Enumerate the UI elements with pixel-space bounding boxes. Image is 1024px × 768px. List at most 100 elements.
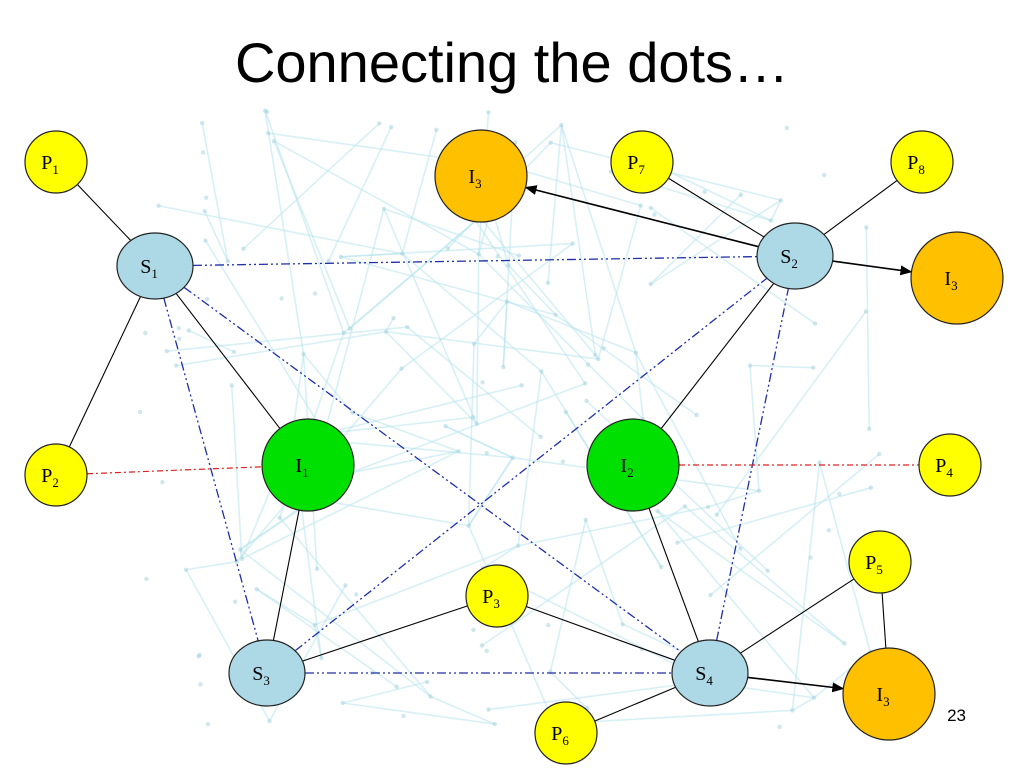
node-p4: P4 <box>918 433 982 497</box>
background-link <box>513 166 641 207</box>
background-link <box>340 255 556 316</box>
node-label: P8 <box>907 152 925 177</box>
background-link <box>340 242 573 258</box>
background-link <box>635 352 742 550</box>
background-dot <box>545 280 551 286</box>
node-s2: S2 <box>756 222 834 290</box>
background-dot <box>570 241 575 246</box>
background-dot <box>479 643 485 648</box>
node-letter: P <box>865 552 876 574</box>
node-label: I3 <box>468 166 481 191</box>
node-p7: P7 <box>610 130 674 194</box>
background-dot <box>582 381 588 386</box>
background-dot <box>867 426 872 432</box>
background-dot <box>548 140 553 145</box>
node-subscript: 4 <box>946 465 953 480</box>
peer-node-shape <box>465 564 529 628</box>
background-dot <box>434 127 439 132</box>
node-subscript: 2 <box>627 465 634 480</box>
background-link <box>560 124 597 356</box>
background-dot <box>593 352 598 358</box>
background-dot <box>868 485 874 490</box>
background-dot <box>319 655 324 661</box>
background-dot <box>506 263 511 268</box>
background-dot <box>747 363 753 368</box>
edge-p1-s1 <box>76 184 132 241</box>
background-dot <box>601 346 606 351</box>
edge-p6-s4 <box>594 686 676 722</box>
background-link <box>302 353 354 414</box>
server-node-shape <box>756 222 834 290</box>
node-subscript: 3 <box>951 278 958 293</box>
node-label: P3 <box>482 586 500 611</box>
background-dot <box>705 504 711 510</box>
background-link <box>201 122 229 262</box>
background-dot <box>655 508 660 514</box>
node-subscript: 3 <box>263 673 270 688</box>
background-dot <box>560 459 566 464</box>
background-link <box>273 140 480 255</box>
background-link <box>709 453 880 596</box>
background-dot <box>714 512 719 517</box>
edge-p3-s4 <box>525 606 676 661</box>
background-dot <box>198 682 203 687</box>
background-dot <box>638 203 643 208</box>
background-link <box>634 352 644 420</box>
background-dot <box>768 218 774 223</box>
node-label: S2 <box>780 246 798 271</box>
background-dot <box>620 622 625 627</box>
background-dot <box>486 707 491 712</box>
node-subscript: 5 <box>876 562 883 577</box>
edge-s1-s3 <box>163 297 259 642</box>
background-dot <box>314 566 320 571</box>
node-i3b: I3 <box>910 231 1004 325</box>
background-dot <box>546 622 551 628</box>
background-dot <box>341 330 346 336</box>
background-dot <box>443 423 448 429</box>
node-label: P1 <box>41 152 59 177</box>
node-s4: S4 <box>671 639 749 707</box>
node-label: I1 <box>295 455 308 480</box>
peer-node-shape <box>24 443 88 507</box>
background-dot <box>234 559 239 564</box>
background-link <box>430 695 496 725</box>
background-link <box>185 560 237 571</box>
node-s3: S3 <box>228 639 306 707</box>
background-dot <box>863 309 869 314</box>
background-link <box>482 545 519 569</box>
background-dot <box>203 238 208 243</box>
background-dot <box>383 329 389 334</box>
node-letter: P <box>907 152 918 174</box>
background-dot <box>539 369 544 374</box>
background-link <box>791 462 821 711</box>
node-i2: I2 <box>586 418 680 512</box>
background-link <box>314 544 519 626</box>
background-link <box>481 505 686 647</box>
background-dot <box>353 592 359 597</box>
edge-s4-i3c-arrow <box>747 676 845 693</box>
background-dot <box>391 315 396 321</box>
node-label: I3 <box>876 684 889 709</box>
background-dot <box>538 434 543 440</box>
background-dot <box>877 451 882 457</box>
background-dot <box>510 455 515 460</box>
background-link <box>468 457 514 527</box>
background-link <box>476 254 480 424</box>
background-link <box>385 317 395 333</box>
background-dot <box>648 281 653 287</box>
background-dot <box>778 198 784 203</box>
background-dot <box>428 694 433 699</box>
initiator-node-shape <box>842 647 936 741</box>
background-dot <box>239 556 245 562</box>
node-subscript: 3 <box>883 694 890 709</box>
background-dot <box>164 348 169 354</box>
background-dot <box>553 312 558 318</box>
background-dot <box>394 684 399 689</box>
background-link <box>406 326 542 438</box>
background-dot <box>682 504 688 509</box>
background-dot <box>633 350 638 355</box>
background-dot <box>232 599 238 604</box>
background-dot <box>225 259 230 264</box>
background-dot <box>312 622 317 628</box>
